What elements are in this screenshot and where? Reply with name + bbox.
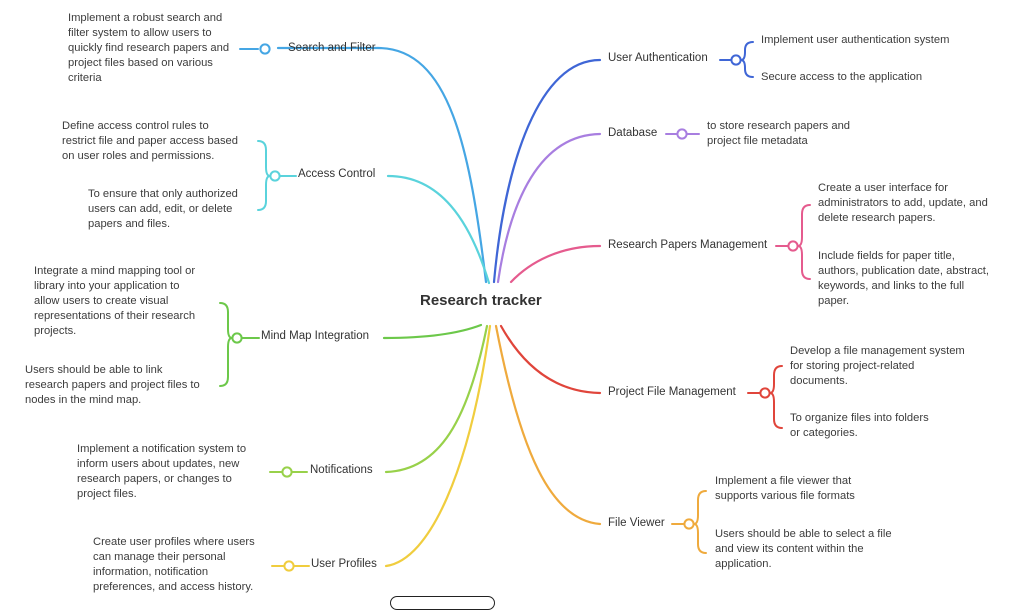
branch-file-viewer[interactable]: File Viewer [608, 517, 665, 529]
brace-file-viewer [693, 490, 707, 554]
connector-database [496, 132, 602, 284]
branch-mind-map-integration[interactable]: Mind Map Integration [261, 330, 370, 342]
detail-auth-1: Implement user authentication system [761, 34, 950, 46]
connector-research-papers-management [509, 244, 602, 284]
node-database[interactable] [676, 128, 688, 140]
brace-mind-map-integration [219, 302, 233, 387]
connector-mind-map-integration [382, 323, 483, 340]
detail-files-2: To organize files into folders or catego… [790, 412, 929, 439]
node-mind-map-integration[interactable] [231, 332, 243, 344]
detail-search-and-filter: Implement a robust search and filter sys… [68, 12, 230, 84]
detail-mind-map-2: Users should be able to link research pa… [25, 364, 200, 406]
node-user-authentication[interactable] [730, 54, 742, 66]
detail-access-control-2: To ensure that only authorized users can… [88, 188, 238, 230]
connector-user-authentication [492, 58, 602, 284]
detail-viewer-2: Users should be able to select a file an… [715, 528, 892, 570]
detail-files-1: Develop a file management system for sto… [790, 345, 965, 387]
branch-user-authentication[interactable]: User Authentication [608, 52, 708, 64]
branch-database[interactable]: Database [608, 127, 658, 139]
detail-papers-1: Create a user interface for administrato… [818, 182, 988, 224]
connector-search-and-filter [376, 46, 488, 284]
node-access-control[interactable] [269, 170, 281, 182]
connector-project-file-management [499, 324, 602, 395]
node-project-file-management[interactable] [759, 387, 771, 399]
brace-research-papers-management [797, 204, 811, 280]
connector-user-profiles [384, 324, 492, 568]
root-topic[interactable]: Research tracker [420, 292, 542, 309]
node-notifications[interactable] [281, 466, 293, 478]
brace-access-control [257, 140, 271, 211]
connector-file-viewer [494, 324, 602, 526]
node-file-viewer[interactable] [683, 518, 695, 530]
node-user-profiles[interactable] [283, 560, 295, 572]
node-research-papers-management[interactable] [787, 240, 799, 252]
connector-notifications [384, 324, 489, 474]
detail-database: to store research papers and project fil… [707, 120, 851, 147]
branch-access-control[interactable]: Access Control [298, 168, 376, 180]
bottom-toolbar-handle[interactable] [390, 596, 495, 610]
branch-user-profiles[interactable]: User Profiles [311, 558, 377, 570]
detail-viewer-1: Implement a file viewer that supports va… [715, 475, 855, 502]
node-search-and-filter[interactable] [259, 43, 271, 55]
detail-notifications: Implement a notification system to infor… [77, 443, 247, 500]
brace-project-file-management [769, 365, 783, 429]
detail-user-profiles: Create user profiles where users can man… [93, 536, 255, 593]
detail-access-control-1: Define access control rules to restrict … [62, 120, 238, 162]
branch-research-papers-management[interactable]: Research Papers Management [608, 239, 768, 251]
detail-auth-2: Secure access to the application [761, 71, 923, 83]
branch-search-and-filter[interactable]: Search and Filter [288, 42, 376, 54]
detail-papers-2: Include fields for paper title, authors,… [818, 250, 990, 307]
detail-mind-map-1: Integrate a mind mapping tool or library… [34, 265, 196, 337]
branch-notifications[interactable]: Notifications [310, 464, 373, 476]
connector-access-control [386, 174, 491, 285]
brace-user-authentication [740, 41, 754, 78]
branch-project-file-management[interactable]: Project File Management [608, 386, 736, 398]
